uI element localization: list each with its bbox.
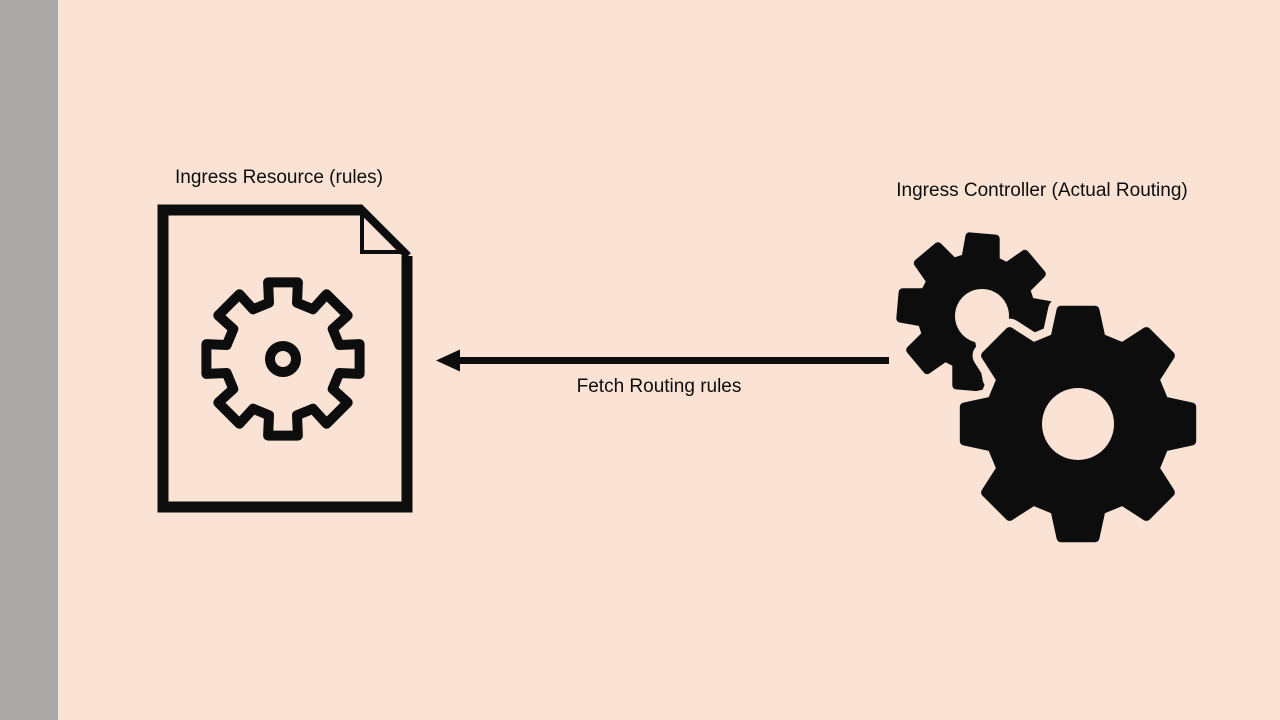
- left-arrow-icon: [436, 349, 889, 372]
- document-outline: [157, 204, 413, 513]
- gears-icon: [896, 232, 1205, 551]
- arrow-head: [436, 349, 460, 372]
- large-gear-hole: [1042, 388, 1114, 460]
- arrow-label: Fetch Routing rules: [576, 376, 742, 397]
- document-gear-outline: [201, 277, 365, 441]
- document-gear-hub: [265, 341, 301, 377]
- left-gray-strip: [0, 0, 58, 720]
- controller-label: Ingress Controller (Actual Routing): [896, 180, 1188, 201]
- document-gear-icon: [157, 204, 413, 513]
- resource-label: Ingress Resource (rules): [174, 167, 384, 188]
- document-fold-flap: [360, 214, 403, 254]
- document-fold-diagonal: [356, 204, 411, 259]
